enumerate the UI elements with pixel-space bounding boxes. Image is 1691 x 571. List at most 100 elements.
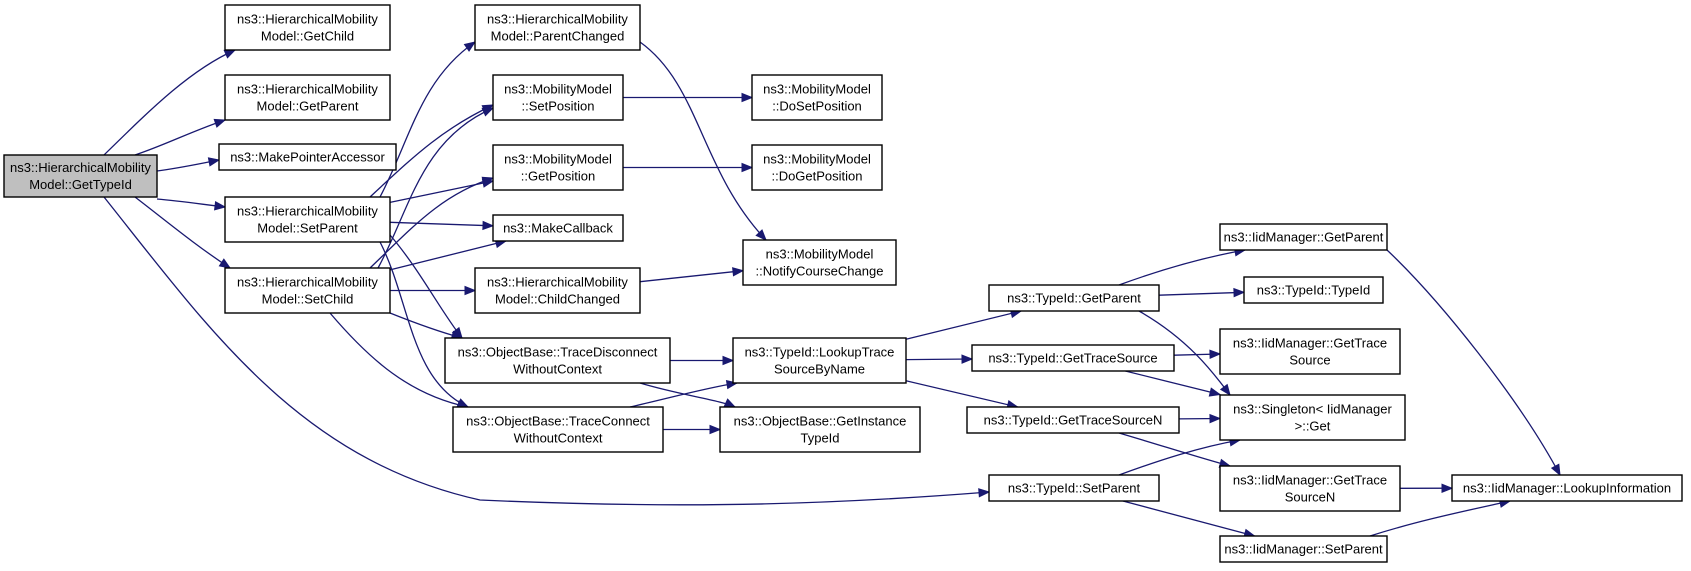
edge-tid_gettracesrcn-to-singleton bbox=[1178, 413, 1222, 424]
edge-mm_setpos-to-mm_dosetpos bbox=[623, 92, 754, 103]
node-label-line: Model::ParentChanged bbox=[491, 29, 625, 44]
node-tid-setparent[interactable]: ns3::TypeId::SetParent bbox=[988, 474, 1160, 502]
node-makecb[interactable]: ns3::MakeCallback bbox=[492, 214, 624, 242]
node-label-line: ns3::IidManager::GetParent bbox=[1224, 230, 1384, 245]
node-makeptr[interactable]: ns3::MakePointerAccessor bbox=[218, 143, 397, 171]
node-box bbox=[988, 474, 1160, 502]
node-label-line: ns3::MobilityModel bbox=[763, 152, 871, 167]
node-mm-setpos[interactable]: ns3::MobilityModel::SetPosition bbox=[492, 74, 624, 121]
node-label-line: SourceByName bbox=[774, 362, 865, 377]
node-label-line: ns3::TypeId::SetParent bbox=[1008, 481, 1141, 496]
node-label-line: ns3::IidManager::SetParent bbox=[1224, 542, 1383, 557]
edge-tid_gettracesrcn-to-iid_gettracesrcn bbox=[1118, 432, 1232, 468]
node-box bbox=[751, 144, 883, 191]
node-label-line: ::DoGetPosition bbox=[771, 169, 862, 184]
node-iid-lookupinfo[interactable]: ns3::IidManager::LookupInformation bbox=[1451, 474, 1683, 502]
node-label-line: SourceN bbox=[1285, 490, 1336, 505]
edge-lookuptrace-to-tid_getparent bbox=[905, 308, 1023, 340]
node-label-line: ns3::TypeId::GetTraceSourceN bbox=[984, 413, 1163, 428]
node-box bbox=[224, 4, 391, 51]
node-box bbox=[474, 4, 641, 51]
node-box bbox=[1219, 223, 1388, 251]
node-root[interactable]: ns3::HierarchicalMobilityModel::GetTypeI… bbox=[3, 154, 158, 198]
node-singleton[interactable]: ns3::Singleton< IidManager>::Get bbox=[1219, 394, 1406, 441]
node-label-line: ns3::MobilityModel bbox=[766, 247, 874, 262]
edge-iid_getparent-to-iid_lookupinfo bbox=[1386, 249, 1561, 477]
node-label-line: ns3::ObjectBase::TraceConnect bbox=[466, 414, 650, 429]
node-mm-dogetpos[interactable]: ns3::MobilityModel::DoGetPosition bbox=[751, 144, 883, 191]
edge-childchanged-to-mm_notify bbox=[639, 267, 745, 283]
function-nodes: ns3::HierarchicalMobilityModel::GetTypeI… bbox=[3, 4, 1683, 563]
node-tid-gettracesrcn[interactable]: ns3::TypeId::GetTraceSourceN bbox=[966, 406, 1180, 434]
node-label-line: Model::GetTypeId bbox=[29, 177, 132, 192]
edge-setparent-to-parentchanged bbox=[379, 41, 477, 198]
node-label-line: ns3::TypeId::GetTraceSource bbox=[988, 351, 1157, 366]
node-box bbox=[1451, 474, 1683, 502]
edge-root-to-setparent bbox=[156, 198, 227, 211]
node-tid-typeid[interactable]: ns3::TypeId::TypeId bbox=[1243, 276, 1384, 304]
node-label-line: ns3::HierarchicalMobility bbox=[237, 12, 378, 27]
node-label-line: Model::SetParent bbox=[257, 221, 358, 236]
node-label-line: WithoutContext bbox=[514, 431, 603, 446]
node-mm-notify[interactable]: ns3::MobilityModel::NotifyCourseChange bbox=[742, 239, 897, 286]
edge-tid_getparent-to-singleton bbox=[1138, 310, 1231, 397]
edge-lookuptrace-to-tid_gettracesrc bbox=[905, 354, 974, 364]
edge-traceconn-to-getinsttid bbox=[663, 424, 722, 435]
node-label-line: ns3::HierarchicalMobility bbox=[487, 275, 628, 290]
node-box bbox=[218, 143, 397, 171]
node-iid-setparent[interactable]: ns3::IidManager::SetParent bbox=[1219, 535, 1388, 563]
edge-setparent-to-makecb bbox=[389, 220, 495, 231]
node-tracedisc[interactable]: ns3::ObjectBase::TraceDisconnectWithoutC… bbox=[444, 337, 671, 384]
node-label-line: ns3::HierarchicalMobility bbox=[237, 82, 378, 97]
edge-root-to-getparent bbox=[134, 118, 227, 156]
node-label-line: ns3::HierarchicalMobility bbox=[237, 275, 378, 290]
node-iid-getparent[interactable]: ns3::IidManager::GetParent bbox=[1219, 223, 1388, 251]
node-box bbox=[492, 144, 624, 191]
node-box bbox=[224, 74, 391, 121]
edge-setchild-to-mm_setpos bbox=[377, 107, 495, 269]
edge-tracedisc-to-lookuptrace bbox=[670, 355, 735, 366]
node-label-line: ::GetPosition bbox=[521, 169, 595, 184]
node-parentchanged[interactable]: ns3::HierarchicalMobilityModel::ParentCh… bbox=[474, 4, 641, 51]
node-label-line: Model::SetChild bbox=[262, 292, 354, 307]
node-mm-getpos[interactable]: ns3::MobilityModel::GetPosition bbox=[492, 144, 624, 191]
node-mm-dosetpos[interactable]: ns3::MobilityModel::DoSetPosition bbox=[751, 74, 883, 121]
edge-setchild-to-mm_getpos bbox=[369, 176, 495, 269]
node-box bbox=[966, 406, 1180, 434]
node-box bbox=[224, 196, 391, 243]
edge-tid_getparent-to-iid_getparent bbox=[1118, 247, 1247, 286]
edge-root-to-getchild bbox=[103, 49, 237, 156]
node-tid-getparent[interactable]: ns3::TypeId::GetParent bbox=[988, 284, 1160, 312]
node-label-line: ns3::HierarchicalMobility bbox=[487, 12, 628, 27]
node-setparent[interactable]: ns3::HierarchicalMobilityModel::SetParen… bbox=[224, 196, 391, 243]
node-traceconn[interactable]: ns3::ObjectBase::TraceConnectWithoutCont… bbox=[452, 406, 664, 453]
edge-setparent-to-mm_getpos bbox=[389, 178, 495, 204]
node-iid-gettracesrc[interactable]: ns3::IidManager::GetTraceSource bbox=[1219, 328, 1401, 375]
node-label-line: ns3::HierarchicalMobility bbox=[237, 204, 378, 219]
edge-tid_gettracesrc-to-iid_gettracesrc bbox=[1173, 349, 1222, 359]
node-box bbox=[492, 74, 624, 121]
edge-setchild-to-makecb bbox=[389, 238, 508, 271]
node-label-line: ns3::IidManager::GetTrace bbox=[1233, 336, 1387, 351]
node-label-line: ns3::Singleton< IidManager bbox=[1233, 402, 1392, 417]
node-label-line: ns3::HierarchicalMobility bbox=[10, 160, 151, 175]
node-label-line: ns3::MakeCallback bbox=[503, 221, 613, 236]
node-box bbox=[719, 406, 921, 453]
node-box bbox=[988, 284, 1160, 312]
node-box bbox=[1243, 276, 1384, 304]
node-label-line: ::DoSetPosition bbox=[772, 99, 862, 114]
node-label-line: Source bbox=[1289, 353, 1330, 368]
node-tid-gettracesrc[interactable]: ns3::TypeId::GetTraceSource bbox=[971, 344, 1175, 372]
node-iid-gettracesrcn[interactable]: ns3::IidManager::GetTraceSourceN bbox=[1219, 465, 1401, 512]
node-label-line: ns3::MakePointerAccessor bbox=[230, 150, 385, 165]
node-box bbox=[452, 406, 664, 453]
node-childchanged[interactable]: ns3::HierarchicalMobilityModel::ChildCha… bbox=[474, 267, 641, 314]
node-getparent[interactable]: ns3::HierarchicalMobilityModel::GetParen… bbox=[224, 74, 391, 121]
node-label-line: TypeId bbox=[800, 431, 839, 446]
node-box bbox=[732, 337, 907, 384]
